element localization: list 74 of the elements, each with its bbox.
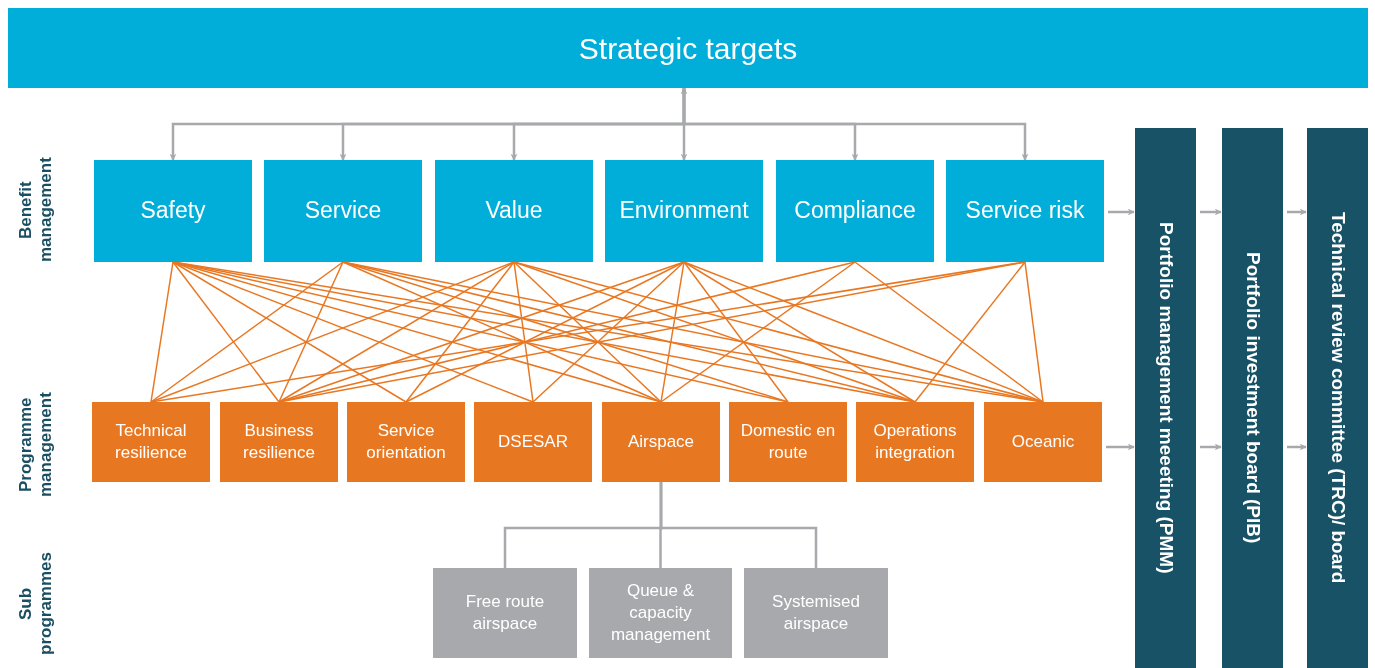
box-label: Queue & capacity management [609, 579, 712, 647]
connector-line [405, 261, 685, 403]
box-label: Airspace [627, 430, 695, 453]
box-label: Strategic targets [578, 30, 798, 67]
connector-line [405, 261, 515, 403]
programme-box [602, 402, 720, 482]
connector-line [513, 261, 662, 403]
connector-line [1024, 261, 1044, 403]
connector-line [660, 261, 856, 403]
connector-line [532, 261, 685, 403]
connector-line [342, 261, 789, 403]
board-column [1222, 128, 1283, 668]
connector-line [172, 261, 407, 403]
programme-box [474, 402, 592, 482]
row-heading: Benefit management [16, 156, 56, 265]
programme-box [729, 402, 847, 482]
box-label: Business resilience [242, 419, 316, 464]
connector-line [659, 482, 818, 568]
box-label: Safety [140, 196, 206, 226]
arrow [1200, 208, 1222, 216]
arrow [680, 87, 688, 161]
box-label: Portfolio management meeeting (PMM) [1154, 222, 1178, 574]
programme-box [347, 402, 465, 482]
box-label: Portfolio investment board (PIB) [1241, 252, 1265, 544]
target-banner [8, 8, 1368, 88]
box-label: Operations integration [872, 419, 958, 464]
programme-box [92, 402, 210, 482]
box-label: Service [304, 196, 382, 226]
connector-line [172, 261, 280, 403]
connector-line [150, 261, 344, 403]
row-heading: Programme management [16, 391, 56, 500]
board-column [1307, 128, 1368, 668]
benefit-box [776, 160, 934, 262]
box-label: DSESAR [498, 430, 568, 453]
box-label: Service orientation [365, 419, 447, 464]
row-heading: Sub programmes [16, 551, 56, 658]
connector-line [683, 261, 789, 403]
benefit-box [264, 160, 422, 262]
subprogramme-box [744, 568, 888, 658]
subprogramme-box [589, 568, 732, 658]
connector-line [683, 261, 916, 403]
arrow [1287, 208, 1307, 216]
box-label: Value [485, 196, 543, 226]
arrow [1287, 443, 1307, 451]
box-label: Service risk [965, 196, 1085, 226]
programme-box [984, 402, 1102, 482]
connector-line [513, 261, 534, 403]
box-label: Oceanic [1011, 430, 1075, 453]
benefit-box [605, 160, 763, 262]
box-label: Free route airspace [464, 590, 546, 635]
box-label: Compliance [794, 196, 916, 226]
benefit-box [946, 160, 1104, 262]
connector-line [854, 261, 1044, 403]
arrow [1200, 443, 1222, 451]
connector-line [660, 261, 685, 403]
benefit-box [94, 160, 252, 262]
programme-box [220, 402, 338, 482]
arrow [682, 88, 1029, 161]
box-label: Technical review committee (TRC)/ board [1326, 212, 1350, 584]
connector-line [513, 261, 916, 403]
subprogramme-box [433, 568, 577, 658]
arrow [1106, 443, 1135, 451]
arrow [1108, 208, 1135, 216]
box-label: Domestic en route [739, 419, 837, 464]
box-label: Systemised airspace [771, 590, 861, 635]
board-column [1135, 128, 1196, 668]
connector-line [150, 261, 174, 403]
benefit-box [435, 160, 593, 262]
box-label: Technical resilience [114, 419, 188, 464]
box-label: Environment [619, 196, 749, 226]
connector-line [278, 261, 344, 403]
programme-box [856, 402, 974, 482]
connector-line [914, 261, 1026, 403]
connector-line [278, 261, 515, 403]
